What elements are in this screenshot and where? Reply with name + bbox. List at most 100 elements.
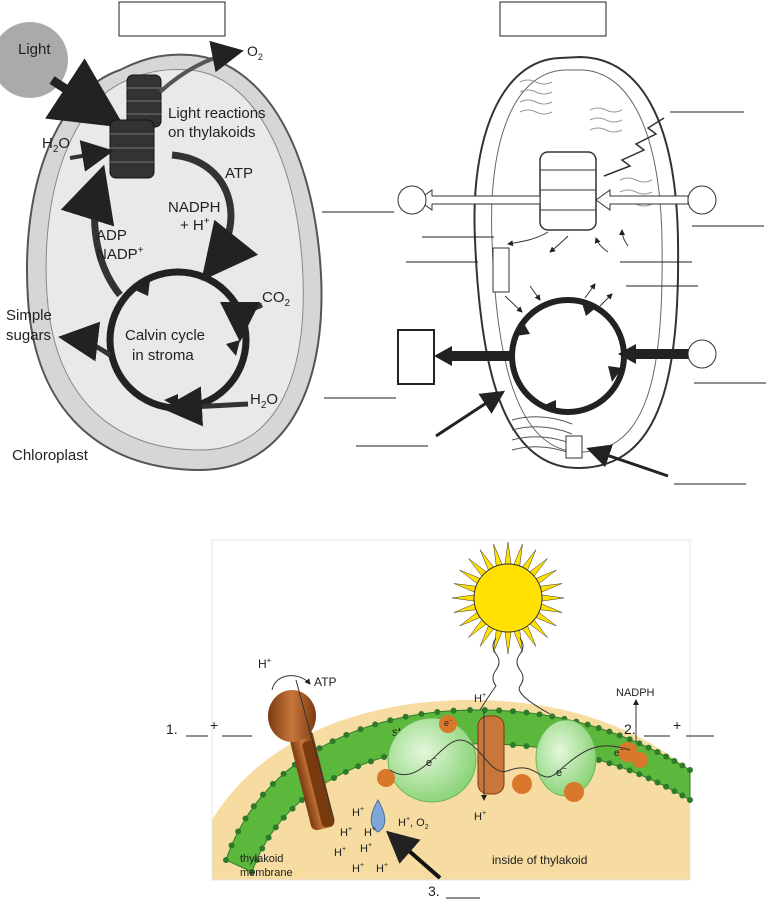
water-drop-icon [370,798,386,833]
membrane-head [223,857,229,863]
circle-co2-b[interactable] [687,339,717,369]
membrane-head [645,775,652,782]
hollow-arrow-out [417,189,541,211]
membrane-head [616,763,623,770]
membrane-head [595,725,602,731]
label-1-plus: + [210,717,218,733]
membrane-head [671,788,678,795]
chloroplast-outline-b [473,55,680,470]
o2-arrow [158,40,244,94]
sugars-arrow [58,321,112,362]
calvin-b-arrowhead-2 [582,303,598,316]
h-o2-label: H+, O2 [398,816,429,831]
small-arrow-7 [584,283,596,299]
membrane-head [636,771,643,778]
thylakoid-stack-b [539,151,597,231]
membrane-head [242,815,249,822]
membrane-head [679,762,686,769]
label-2-plus: + [673,717,681,733]
membrane-head [687,797,693,803]
o2-label: O2 [247,43,263,62]
membrane-head [549,713,556,720]
carrier-1 [439,715,457,733]
label-3-number: 3. [428,883,440,899]
membrane-head [595,757,602,763]
membrane-head [402,713,409,720]
pointer-calvin-b [435,390,506,438]
membrane-heads-top [223,706,693,863]
sun-ray [535,569,557,585]
membrane-head [372,721,379,728]
membrane-head [260,791,266,798]
membrane-head [418,711,425,718]
adp-nadp-arrow [60,164,123,298]
label-1-number: 1. [166,721,178,737]
sun-ray [529,619,548,638]
carrier-6 [632,752,648,768]
svg-text:e−: e− [614,747,624,759]
membrane-head [645,744,652,751]
membrane-head [450,707,457,714]
sun-ray [504,631,512,655]
h2o-bottom-label: H2O [250,391,278,411]
sun-ray [535,611,557,627]
membrane-head [289,805,296,812]
h-plus-left: H+ [258,656,272,671]
circle-in-b[interactable] [687,185,717,215]
answer-box-a[interactable] [118,1,226,37]
membrane-head [357,726,364,733]
sun-ray [521,549,537,571]
membrane-head [626,767,633,774]
h2o-in-arrow [69,140,114,172]
membrane-head [536,711,543,718]
answer-box-b[interactable] [499,1,607,37]
sun-ray [541,594,565,602]
sun-ray [453,583,477,593]
membrane-head [687,767,693,773]
pointer-thylakoid-b [586,444,669,478]
light-arrow [45,58,126,128]
membrane-head [523,743,530,750]
membrane-head [606,728,613,735]
carrier-4 [564,782,584,802]
membrane-head [663,783,670,790]
small-arrow-4 [619,229,629,247]
sugar-box-b[interactable] [397,329,435,385]
thylakoid-membrane-label-2: membrane [240,867,293,879]
small-rect-b[interactable] [492,247,510,293]
circle-out-b[interactable] [397,185,427,215]
membrane-head [235,828,242,835]
sun-ray [493,543,503,567]
calvin-circle-b [509,297,627,415]
h-plus-below: H+ [474,810,486,823]
sun-ray [479,625,495,647]
membrane-head [343,731,350,738]
calvin-b-arrowhead-4 [542,400,556,414]
inside-thylakoid-label: inside of thylakoid [492,853,587,867]
small-arrow-3 [594,237,609,253]
light-wave-1 [479,637,500,711]
membrane-head [228,842,235,849]
nadph-label: NADPH [168,199,221,216]
membrane-head [654,779,661,786]
photosystem-i: e− [535,719,597,797]
svg-text:H+: H+ [364,826,376,839]
atp-synthase [268,690,335,831]
membrane-head [259,845,266,852]
membrane-head [269,780,276,787]
thylakoid-membrane-label-1: thylakoid [240,853,283,865]
light-zigzag-b [603,117,665,177]
membrane-head [298,797,305,804]
membrane-head [467,707,473,713]
light-reactions-label-2: on thylakoids [168,124,256,141]
h-plus-center: H+ [474,692,486,705]
pointer-3 [385,830,442,880]
thylakoid-stack [109,74,162,179]
atp-label: ATP [225,165,253,182]
membrane-head [272,824,279,831]
sun-ray [529,558,548,577]
small-arrow-1 [507,231,549,247]
svg-text:e−: e− [444,718,453,728]
membrane-head [280,814,287,821]
